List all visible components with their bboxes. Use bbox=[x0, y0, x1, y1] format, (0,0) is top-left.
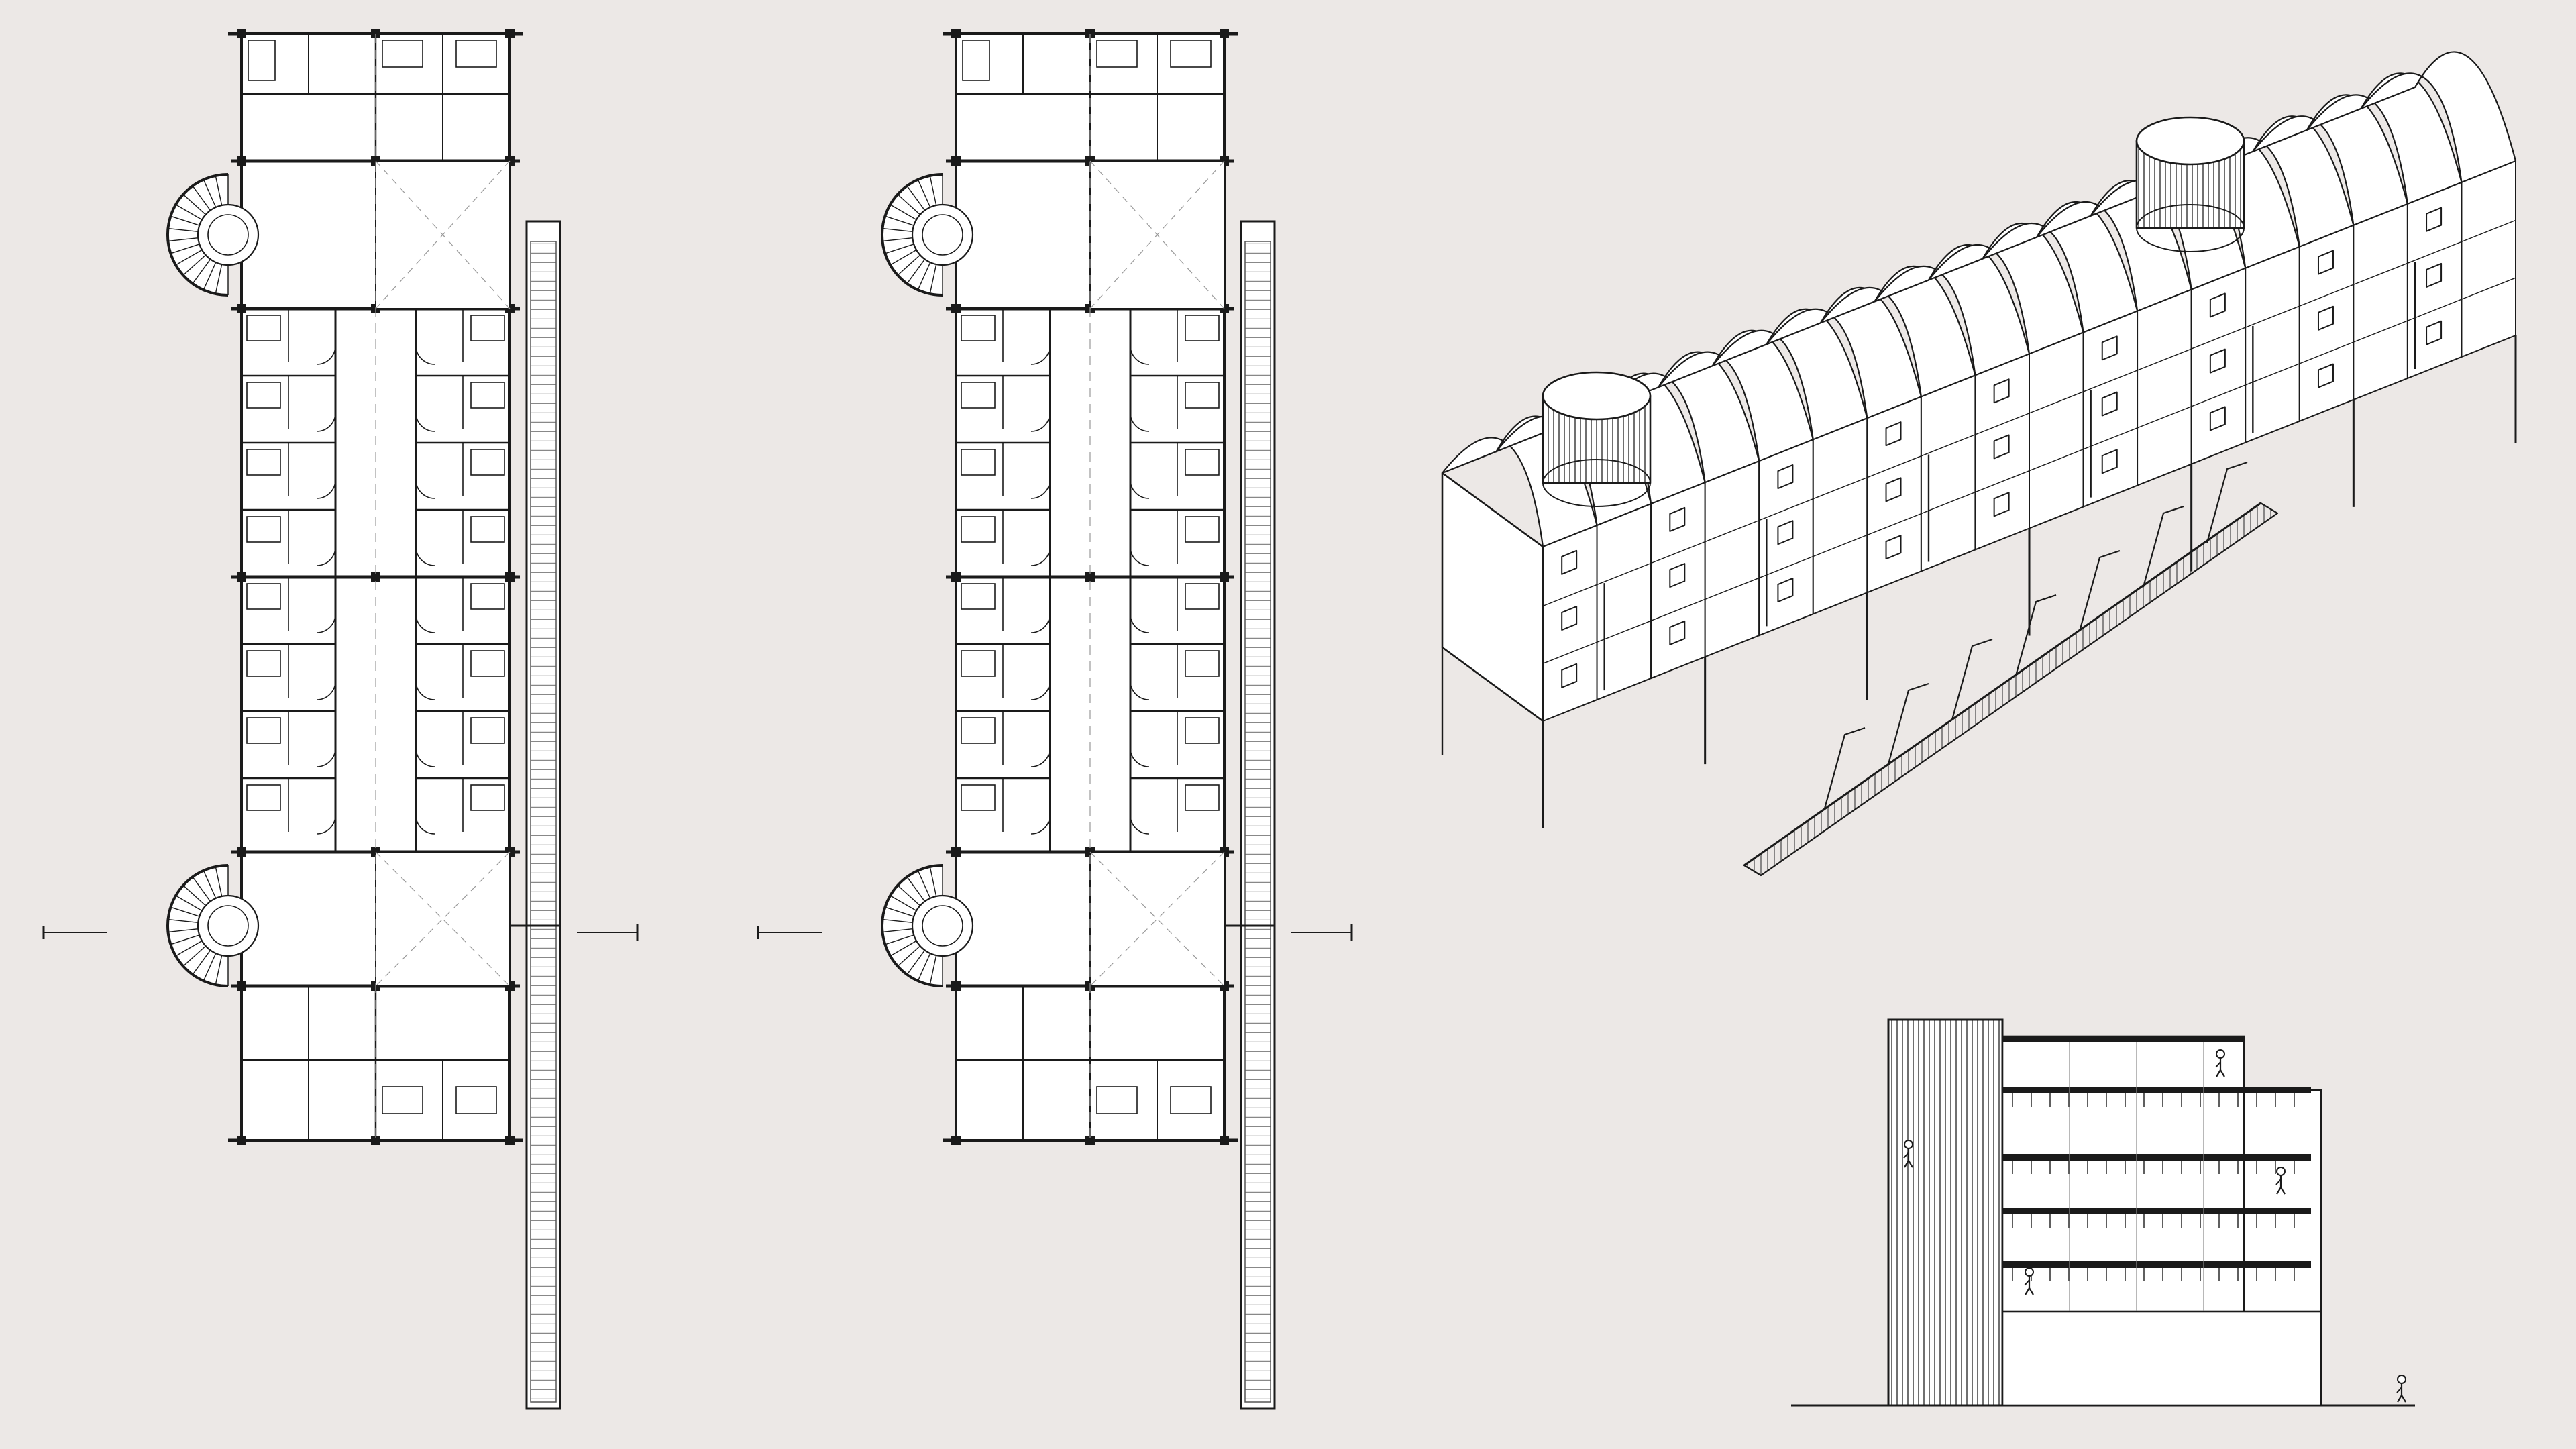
window bbox=[1561, 606, 1578, 631]
window bbox=[2317, 305, 2334, 331]
window bbox=[2317, 363, 2334, 388]
window bbox=[1993, 434, 2010, 460]
window bbox=[1561, 663, 1578, 688]
human-figure bbox=[2275, 1167, 2286, 1195]
facade-bay bbox=[2029, 331, 2084, 529]
water-tank bbox=[2135, 116, 2245, 252]
window bbox=[2426, 262, 2443, 288]
spiral-stair bbox=[881, 173, 974, 297]
facade-bay bbox=[2353, 203, 2408, 400]
human-figure bbox=[2215, 1049, 2225, 1077]
spiral-stair bbox=[166, 864, 260, 987]
window bbox=[1777, 520, 1794, 545]
axonometric-view bbox=[1441, 51, 2517, 877]
window bbox=[2101, 449, 2118, 474]
window bbox=[1561, 549, 1578, 575]
roof-vault bbox=[2360, 51, 2517, 184]
floor-slab bbox=[2002, 1154, 2311, 1161]
window bbox=[1669, 563, 1686, 588]
facade-bay bbox=[2461, 160, 2516, 358]
window bbox=[2101, 391, 2118, 417]
window bbox=[1669, 620, 1686, 645]
window bbox=[1777, 578, 1794, 603]
base bbox=[2001, 1310, 2322, 1407]
facade-bay bbox=[1812, 417, 1868, 615]
spiral-stair bbox=[881, 864, 974, 987]
window bbox=[1993, 492, 2010, 517]
facade-bay bbox=[1704, 460, 1760, 658]
window bbox=[2426, 207, 2443, 232]
floor-slab bbox=[2002, 1261, 2311, 1268]
facade-bay bbox=[2137, 288, 2192, 486]
human-figure bbox=[2024, 1267, 2034, 1295]
window bbox=[2101, 335, 2118, 361]
human-figure bbox=[2396, 1375, 2406, 1403]
spiral-stair bbox=[166, 173, 260, 297]
window bbox=[2209, 292, 2226, 318]
window bbox=[2426, 320, 2443, 345]
window bbox=[1777, 464, 1794, 490]
water-tank bbox=[1542, 371, 1652, 507]
floor-slab bbox=[2002, 1208, 2311, 1214]
window bbox=[1669, 506, 1686, 532]
window bbox=[1885, 421, 1902, 447]
window bbox=[1885, 535, 1902, 560]
window bbox=[1993, 378, 2010, 404]
window bbox=[1885, 477, 1902, 502]
window bbox=[2209, 348, 2226, 374]
human-figure bbox=[1903, 1140, 1913, 1168]
window bbox=[2209, 406, 2226, 431]
end-wall bbox=[1441, 472, 1544, 722]
floor-slab bbox=[2002, 1087, 2311, 1093]
stair-tower bbox=[1887, 1018, 2004, 1407]
building-section bbox=[1791, 1018, 2415, 1407]
floor-plan-level-1 bbox=[42, 29, 639, 1410]
window bbox=[2317, 250, 2334, 275]
floor-plan-level-2 bbox=[757, 29, 1353, 1410]
